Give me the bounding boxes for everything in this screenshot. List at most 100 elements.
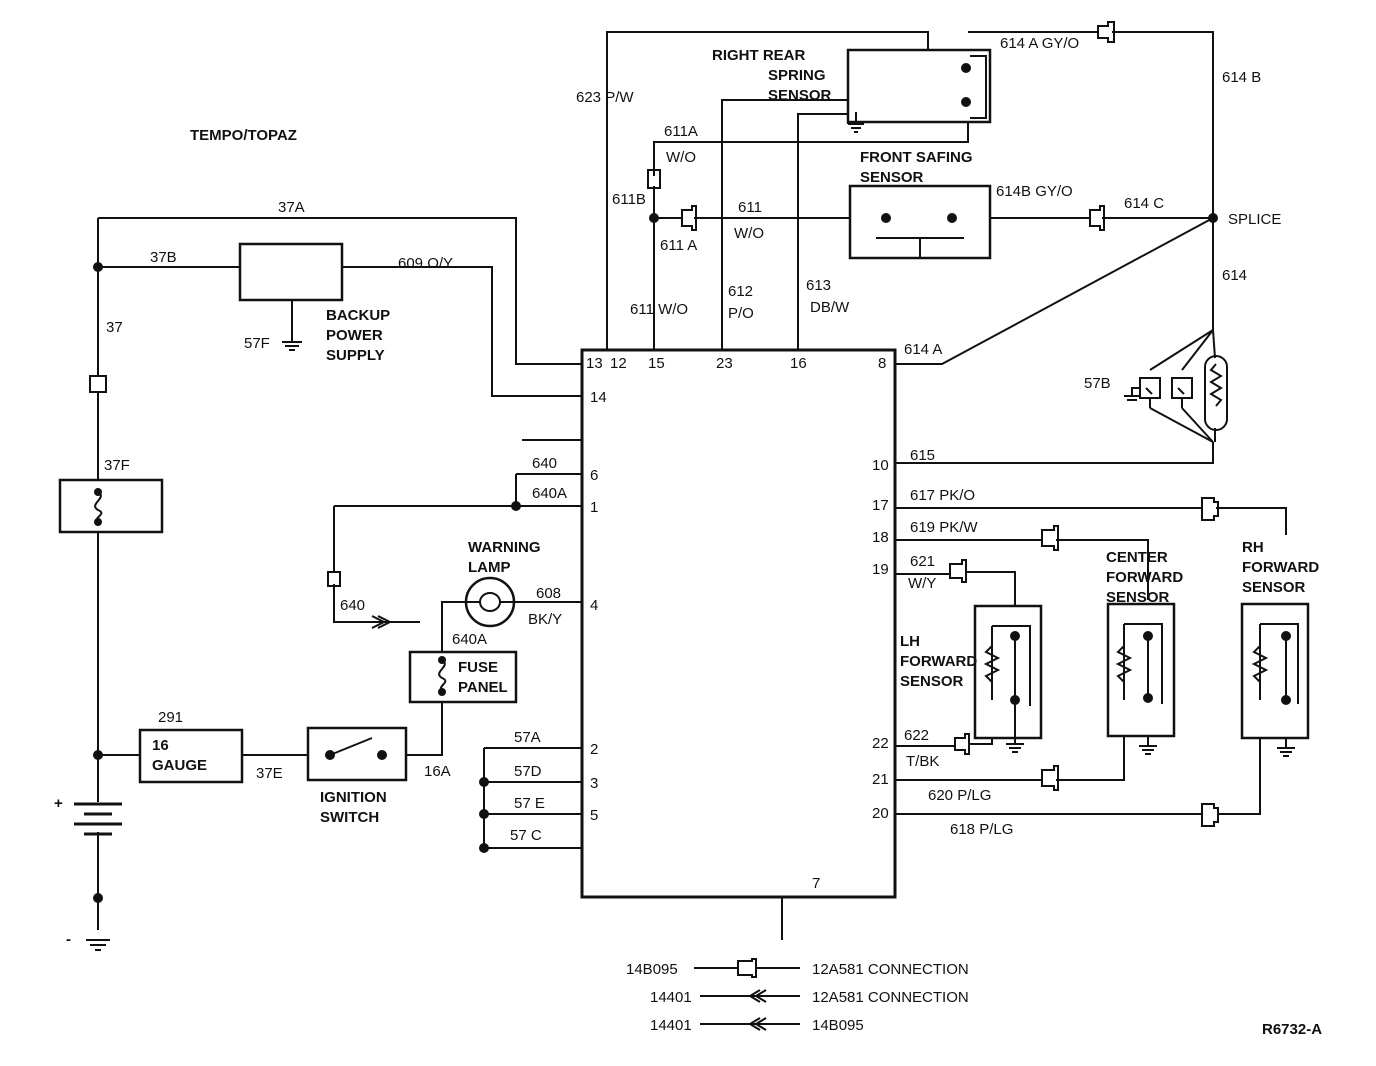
arrow-640 <box>371 615 393 629</box>
center-forward-sensor: CENTER FORWARD SENSOR <box>1106 549 1183 755</box>
label-wires-w611a: 611 A <box>660 237 697 254</box>
right-rear-label-3: SENSOR <box>768 87 832 104</box>
label-wires-w619: 619 PK/W <box>910 519 978 536</box>
label-pins-p14: 14 <box>590 389 607 406</box>
label-wires-w611-color: W/O <box>734 225 764 242</box>
diagnostic-module <box>580 348 897 899</box>
legend-row-3: 14401 14B095 <box>650 1017 864 1034</box>
legend-row-1: 14B095 12A581 CONNECTION <box>626 958 969 978</box>
label-wires-w611-wo: 611 W/O <box>630 301 688 318</box>
label-wires-w615: 615 <box>910 447 935 464</box>
lh-label-2: FORWARD <box>900 653 977 670</box>
label-wires-w621: 621 <box>910 553 935 570</box>
label-pins-p18: 18 <box>872 529 889 546</box>
label-wires-w613: 613 <box>806 277 831 294</box>
label-wires-w617: 617 PK/O <box>910 487 975 504</box>
front-safing-label-1: FRONT SAFING <box>860 149 973 166</box>
label-wires-w618: 618 P/LG <box>950 821 1013 838</box>
label-pins-p1: 1 <box>590 499 598 516</box>
label-wires-w37: 37 <box>106 319 123 336</box>
label-wires-w613-color: DB/W <box>810 299 850 316</box>
label-wires-w291: 291 <box>158 709 183 726</box>
label-wires-w57d: 57D <box>514 763 542 780</box>
backup-power-supply: BACKUP POWER SUPPLY <box>238 242 390 364</box>
label-wires-w620: 620 P/LG <box>928 787 991 804</box>
fuse-panel-label-2: PANEL <box>458 679 508 696</box>
label-legend-1-left: 14401 <box>650 989 692 1006</box>
label-pins-p17: 17 <box>872 497 889 514</box>
wire-labels: 614 A GY/O 614 B 623 P/W 611A W/O 611B 6… <box>104 35 1261 844</box>
label-wires-w640a-top: 640A <box>532 485 567 502</box>
fuse-37f <box>58 478 164 534</box>
legend: 14B095 12A581 CONNECTION 14401 12A581 CO… <box>626 958 969 1034</box>
label-wires-w57c: 57 C <box>510 827 542 844</box>
label-wires-w614a-gyo: 614 A GY/O <box>1000 35 1079 52</box>
rh-label-1: RH <box>1242 539 1264 556</box>
label-wires-w57b: 57B <box>1084 375 1111 392</box>
label-wires-w614a-right: 614 A <box>904 341 942 358</box>
label-pins-p20: 20 <box>872 805 889 822</box>
label-wires-w611a-top: 611A <box>664 123 698 140</box>
center-label-2: FORWARD <box>1106 569 1183 586</box>
label-legend-0-left: 14B095 <box>626 961 678 978</box>
lh-forward-sensor: LH FORWARD SENSOR <box>900 604 1043 753</box>
label-legend-2-left: 14401 <box>650 1017 692 1034</box>
label-pins-p4: 4 <box>590 597 598 614</box>
label-legend-1-right: 12A581 CONNECTION <box>812 989 969 1006</box>
label-wires-w614: 614 <box>1222 267 1247 284</box>
label-legend-0-right: 12A581 CONNECTION <box>812 961 969 978</box>
lh-label-1: LH <box>900 633 920 650</box>
ignition-label-2: SWITCH <box>320 809 379 826</box>
label-wires-w640: 640 <box>340 597 365 614</box>
label-wires-w608-color: BK/Y <box>528 611 562 628</box>
wire-paths <box>97 31 1287 940</box>
label-wires-w16a: 16A <box>424 763 451 780</box>
label-pins-p6: 6 <box>590 467 598 484</box>
right-rear-label-2: SPRING <box>768 67 826 84</box>
ignition-switch: IGNITION SWITCH <box>306 726 408 826</box>
battery-plus: + <box>54 795 63 812</box>
warning-lamp: WARNING LAMP <box>464 539 541 628</box>
junction-dots <box>93 213 1218 903</box>
label-wires-w608: 608 <box>536 585 561 602</box>
label-pins-p19: 19 <box>872 561 889 578</box>
label-pins-p13: 13 <box>586 355 603 372</box>
rh-label-3: SENSOR <box>1242 579 1306 596</box>
label-pins-p16: 16 <box>790 355 807 372</box>
label-pins-p10: 10 <box>872 457 889 474</box>
label-wires-w623: 623 P/W <box>576 89 634 106</box>
pin-labels: 13 12 15 23 16 8 14 6 1 4 2 3 5 7 10 17 … <box>586 355 889 892</box>
label-wires-w640-top: 640 <box>532 455 557 472</box>
label-pins-p2: 2 <box>590 741 598 758</box>
label-pins-p8: 8 <box>878 355 886 372</box>
label-wires-w57a: 57A <box>514 729 541 746</box>
label-wires-w609: 609 O/Y <box>398 255 453 272</box>
front-safing-sensor: FRONT SAFING SENSOR <box>848 149 992 260</box>
warning-lamp-label-1: WARNING <box>468 539 541 556</box>
label-pins-p15: 15 <box>648 355 665 372</box>
label-pins-p7: 7 <box>812 875 820 892</box>
backup-label-2: POWER <box>326 327 383 344</box>
backup-label-3: SUPPLY <box>326 347 385 364</box>
rh-label-2: FORWARD <box>1242 559 1319 576</box>
right-rear-spring-sensor: RIGHT REAR SPRING SENSOR <box>712 47 992 133</box>
label-wires-w37a: 37A <box>278 199 305 216</box>
label-pins-p3: 3 <box>590 775 598 792</box>
label-pins-p22: 22 <box>872 735 889 752</box>
gauge-16: 16 GAUGE <box>138 728 244 784</box>
label-wires-w57e: 57 E <box>514 795 545 812</box>
legend-row-2: 14401 12A581 CONNECTION <box>650 989 969 1006</box>
label-wires-w37b: 37B <box>150 249 177 266</box>
center-label-3: SENSOR <box>1106 589 1170 606</box>
label-wires-w57f: 57F <box>244 335 270 352</box>
label-wires-w611b: 611B <box>612 191 646 208</box>
fuse-panel: FUSE PANEL <box>408 650 518 704</box>
lh-label-3: SENSOR <box>900 673 964 690</box>
label-wires-w612: 612 <box>728 283 753 300</box>
battery: + - <box>54 795 122 951</box>
label-pins-p5: 5 <box>590 807 598 824</box>
label-wires-w640a: 640A <box>452 631 487 648</box>
backup-label-1: BACKUP <box>326 307 390 324</box>
connectors <box>89 21 1219 827</box>
label-pins-p12: 12 <box>610 355 627 372</box>
